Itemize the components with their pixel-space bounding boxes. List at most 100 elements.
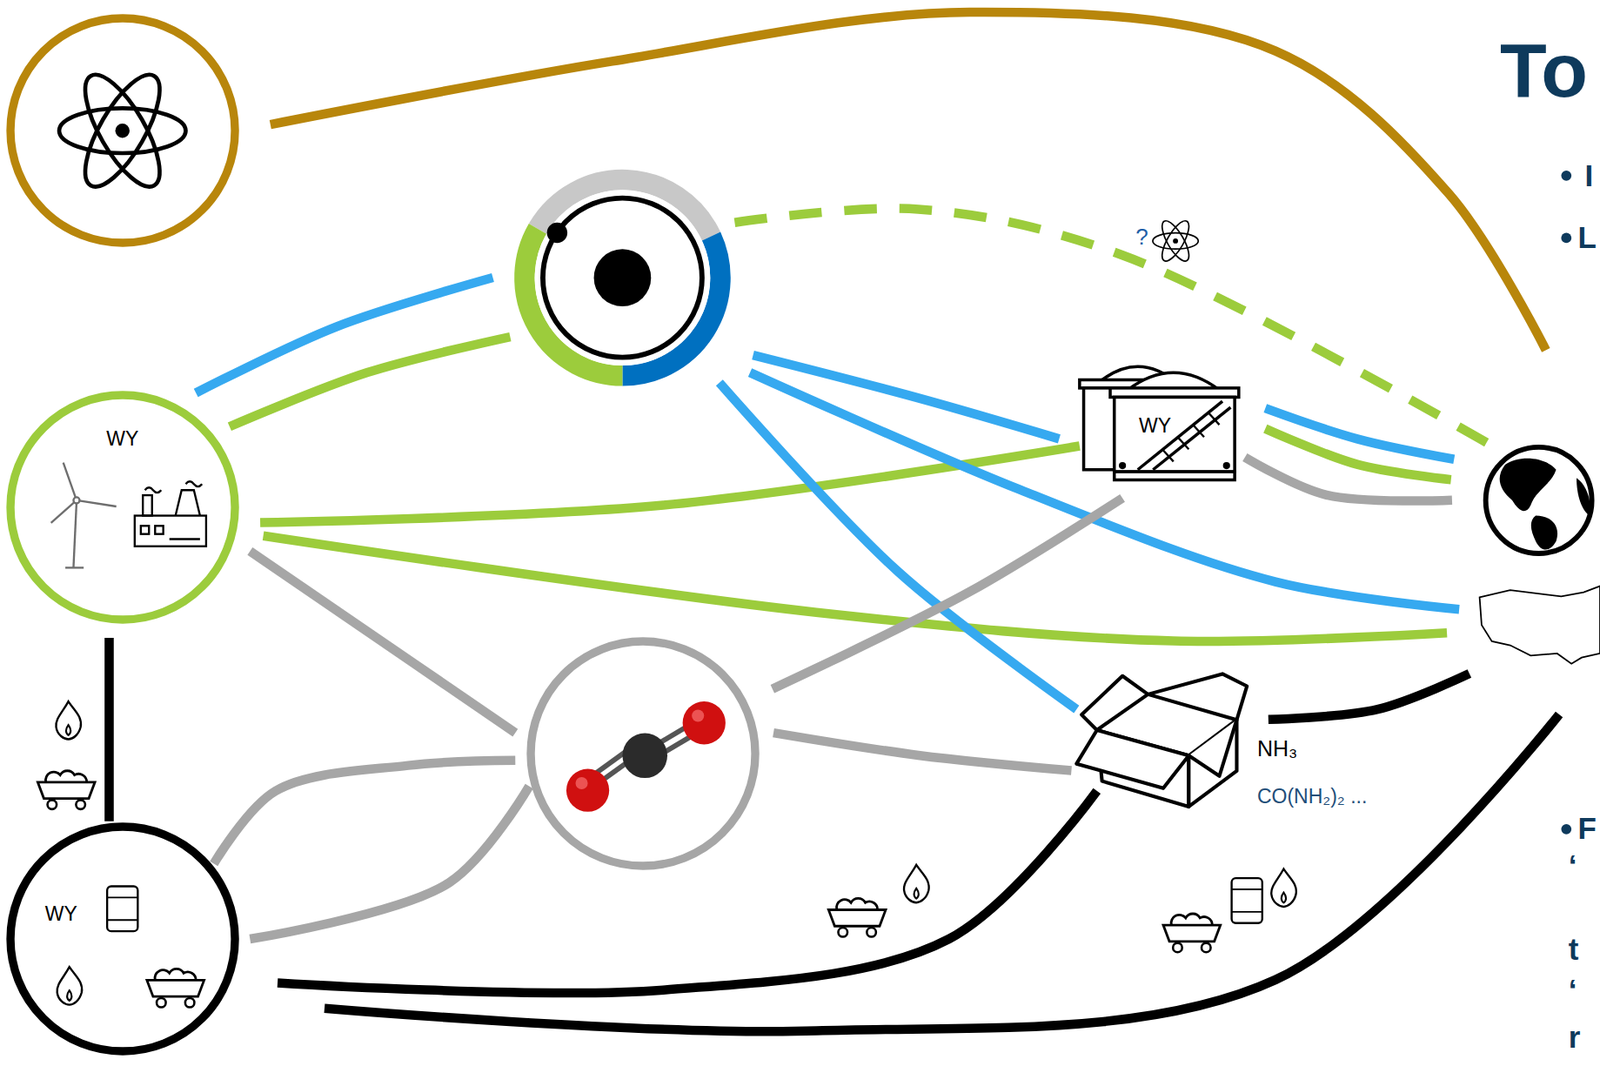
flow-connector <box>719 382 1077 710</box>
node-text: WY <box>45 901 78 924</box>
globe-icon <box>1576 477 1591 516</box>
warehouse-icon <box>1163 449 1174 462</box>
flow-connector <box>1268 673 1470 720</box>
question-mark: ? <box>1135 224 1148 251</box>
factory-icon <box>175 489 201 516</box>
wind-turbine-icon <box>51 462 117 569</box>
wind-turbine-icon <box>51 500 77 523</box>
circle-outline <box>10 18 235 243</box>
flow-connector <box>104 637 114 822</box>
bullet-dot <box>1560 170 1572 181</box>
bullet-dot <box>1560 170 1572 835</box>
warehouse-icon <box>1079 366 1239 480</box>
coal-cart-icon <box>37 770 95 810</box>
wind-turbine-icon <box>73 496 80 503</box>
co2-molecule-icon <box>575 776 588 790</box>
node-text: NH₃ <box>1257 735 1298 761</box>
globe-icon <box>1499 458 1557 511</box>
flame-icon <box>1271 869 1297 907</box>
warehouse-icon <box>1120 463 1125 469</box>
open-box-icon <box>1188 719 1237 777</box>
flow-connector <box>1245 456 1453 501</box>
factory-icon <box>185 481 202 487</box>
warehouse-icon <box>1114 396 1235 472</box>
factory-icon <box>145 487 162 493</box>
open-box-icon <box>1076 729 1189 789</box>
co2-molecule-icon <box>622 732 668 778</box>
circle-outline <box>4 388 242 626</box>
factory-icon <box>134 515 207 547</box>
warehouse-icon <box>1138 401 1223 470</box>
oil-barrel-icon <box>1231 877 1263 924</box>
flow-connector <box>270 12 1547 350</box>
open-box-icon <box>1081 676 1148 730</box>
cut-off-text: I <box>1584 158 1594 194</box>
flow-connector <box>772 497 1123 689</box>
open-box-icon <box>1076 673 1247 807</box>
flow-connector <box>324 714 1560 1031</box>
product-box: NH₃CO(NH₂)₂ ... <box>1076 673 1247 809</box>
flame-icon <box>903 864 930 903</box>
open-box-icon <box>1188 719 1237 807</box>
flow-connector <box>1265 408 1454 460</box>
storage-dial-icon <box>594 248 652 307</box>
wind-industry-circle: WY <box>4 388 242 626</box>
flow-connector <box>773 732 1072 770</box>
warehouse-icon <box>1178 437 1190 449</box>
warehouse-icon <box>1209 413 1220 425</box>
warehouse-icon <box>1224 463 1229 469</box>
flow-connector <box>260 446 1080 523</box>
cut-off-text: t <box>1568 931 1580 967</box>
flow-connector <box>214 760 516 864</box>
globe-icon <box>1486 447 1593 554</box>
circle-outline <box>4 12 242 249</box>
circle-outline <box>10 394 235 620</box>
flow-connector <box>249 550 516 733</box>
factory-icon <box>140 525 149 534</box>
bullet-dot <box>1560 233 1572 244</box>
circle-outline <box>530 641 756 866</box>
world-globe <box>1483 444 1596 557</box>
bullet-dot <box>1560 823 1572 835</box>
co2-molecule-icon <box>566 769 610 812</box>
factory-icon <box>169 537 201 540</box>
atom-icon <box>1152 217 1199 266</box>
cut-off-text: ‘ <box>1568 847 1578 883</box>
globe-icon <box>1486 447 1593 554</box>
slide-title: To <box>1499 26 1588 114</box>
cut-off-text: L <box>1578 220 1597 255</box>
co2-molecule-icon <box>566 701 726 812</box>
storage-dial-icon <box>547 222 568 243</box>
circle-outline <box>4 820 242 1058</box>
flow-connector <box>1265 428 1451 481</box>
open-box-icon <box>1147 673 1247 720</box>
cut-off-text: ‘ <box>1568 972 1578 1008</box>
wind-turbine-icon <box>76 500 117 507</box>
factory-icon <box>134 481 207 547</box>
coal-cart-icon <box>1163 913 1221 952</box>
node-text: WY <box>106 427 139 450</box>
storage-dial-icon <box>535 189 711 366</box>
wind-turbine-icon <box>63 462 77 501</box>
united-states <box>1474 582 1600 666</box>
flow-connector <box>749 372 1460 610</box>
warehouse-icon <box>1114 471 1235 480</box>
node-text: WY <box>1138 414 1172 437</box>
cut-off-text: F <box>1578 810 1597 846</box>
factory-icon <box>142 495 153 516</box>
flow-connector <box>249 786 529 939</box>
globe-icon <box>1531 515 1558 550</box>
flow-connector <box>229 336 511 427</box>
storage-dial-icon <box>524 180 721 376</box>
factory-icon <box>154 525 163 534</box>
co2-circle <box>524 635 762 872</box>
usa-map-icon <box>1479 586 1600 664</box>
wind-turbine-icon <box>73 502 77 568</box>
atom-icon <box>59 64 186 197</box>
storage-dial-icon <box>542 198 703 358</box>
storage-dial <box>515 171 730 386</box>
wind-turbine-icon <box>65 566 84 569</box>
